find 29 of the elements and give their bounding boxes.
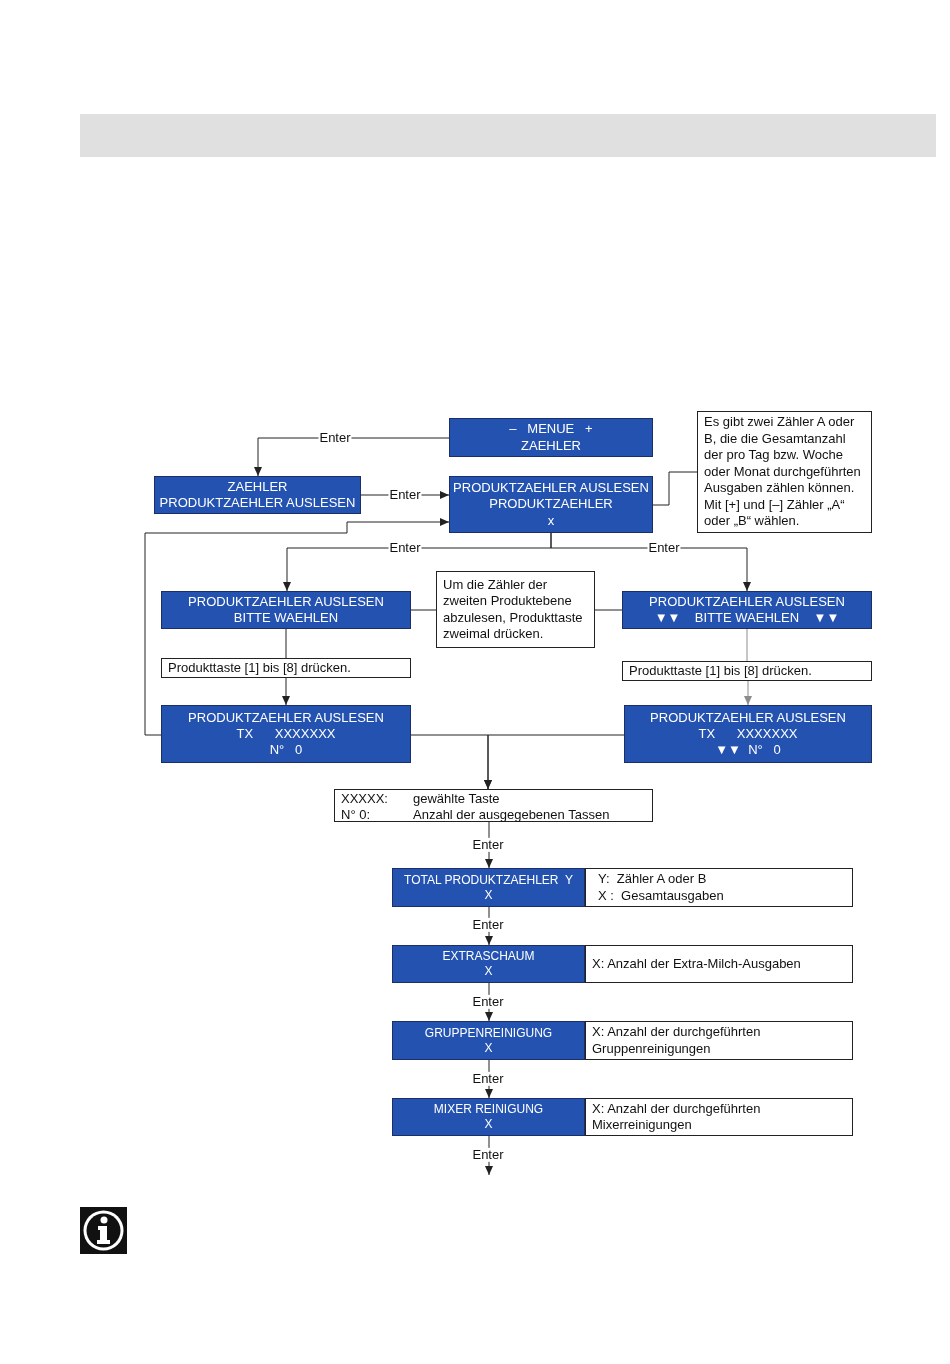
display-screen-box: TOTAL PRODUKTZAEHLER Y X: [392, 868, 585, 907]
edge-label: Enter: [471, 1147, 505, 1163]
note-box: X: Anzahl der durchgeführten Mixerreinigungen: [585, 1098, 853, 1136]
connector-arrow: [144, 518, 450, 736]
edge-label: Enter: [471, 1071, 505, 1087]
display-screen-box: MIXER REINIGUNG X: [392, 1098, 585, 1136]
connector-arrow: [282, 677, 290, 706]
display-screen-box: PRODUKTZAEHLER AUSLESEN ▼▼ BITTE WAEHLEN ▼▼: [622, 591, 872, 629]
note-box: X: Anzahl der durchgeführten Gruppenreinigungen: [585, 1021, 853, 1060]
edge-label: Enter: [471, 837, 505, 853]
connector-arrow: [484, 734, 625, 790]
display-screen-box: PRODUKTZAEHLER AUSLESEN TX XXXXXXX N° 0: [161, 705, 411, 763]
note-box: XXXXX: gewählte Taste N° 0: Anzahl der ausgegebenen Tassen: [334, 789, 653, 822]
note-box: Produkttaste [1] bis [8] drücken.: [622, 661, 872, 681]
note-box: Um die Zähler der zweiten Produktebene abzulesen, Produkttaste zweimal drücken.: [436, 571, 595, 648]
note-box: X: Anzahl der Extra-Milch-Ausgaben: [585, 945, 853, 983]
note-box: Y: Zähler A oder B X : Gesamtausgaben: [585, 868, 853, 907]
display-screen-box: PRODUKTZAEHLER AUSLESEN PRODUKTZAEHLER x: [449, 476, 653, 533]
display-screen-box: EXTRASCHAUM X: [392, 945, 585, 983]
note-box: Produkttaste [1] bis [8] drücken.: [161, 658, 411, 678]
edge-label: Enter: [471, 994, 505, 1010]
note-box: Es gibt zwei Zähler A oder B, die die Gesamtanzahl der pro Tag bzw. Woche oder Monat durchgeführten Ausgaben zählen können. Mit [+] und [–] Zähler „A“ oder „B“ wählen.: [697, 411, 872, 533]
display-screen-box: PRODUKTZAEHLER AUSLESEN TX XXXXXXX ▼▼ N° 0: [624, 705, 872, 763]
display-screen-box: – MENUE + ZAEHLER: [449, 418, 653, 457]
display-screen-box: GRUPPENREINIGUNG X: [392, 1021, 585, 1060]
connector-arrow: [744, 680, 752, 706]
display-screen-box: ZAEHLER PRODUKTZAEHLER AUSLESEN: [154, 476, 361, 514]
edge-label: Enter: [471, 917, 505, 933]
display-screen-box: PRODUKTZAEHLER AUSLESEN BITTE WAEHLEN: [161, 591, 411, 629]
